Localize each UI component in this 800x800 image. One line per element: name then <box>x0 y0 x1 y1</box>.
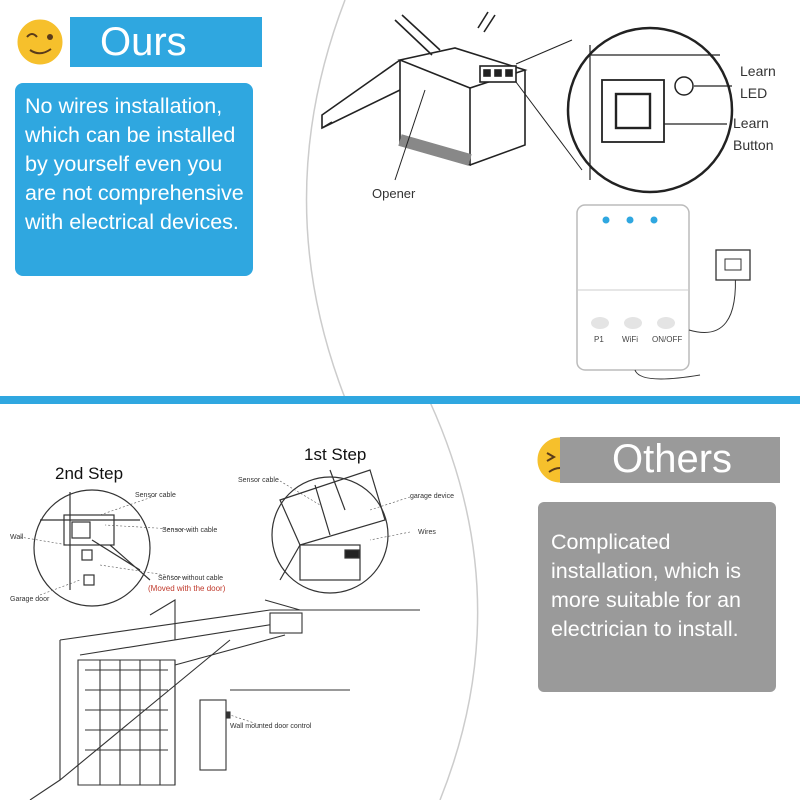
bottom-arc <box>429 401 479 800</box>
ours-description: No wires installation, which can be inst… <box>25 94 244 234</box>
device-led <box>626 216 634 224</box>
others-description: Complicated installation, which is more … <box>551 530 742 641</box>
others-title: Others <box>612 437 733 481</box>
power-cable <box>688 269 736 333</box>
ours-title: Ours <box>100 20 187 64</box>
device-led <box>650 216 658 224</box>
winking-face-icon <box>14 16 66 68</box>
device-button-label: P1 <box>594 335 604 344</box>
learn-zoom <box>515 26 734 194</box>
step2-zoom <box>33 489 151 607</box>
device-button <box>657 317 675 329</box>
garage-device-label: garage device <box>410 493 454 500</box>
device-button-label: ON/OFF <box>652 335 683 344</box>
step1-label: 1st Step <box>304 445 367 464</box>
wall-control-label: Wall mounted door control <box>230 723 312 730</box>
device-button-label: WiFi <box>622 335 638 344</box>
top-arc <box>305 0 346 399</box>
garage-door-label: Garage door <box>10 596 50 603</box>
wall-label: Wall <box>10 534 24 541</box>
garage-drawing <box>29 599 420 800</box>
ours-title-bar <box>70 17 262 67</box>
divider-band <box>0 396 800 404</box>
others-description-box <box>538 502 776 692</box>
smart-device <box>576 204 751 380</box>
sensor-cable-label: Sensor cable <box>135 492 176 499</box>
leader-lines <box>19 480 411 726</box>
sensor-without-cable-label: Sensor without cable <box>158 575 223 582</box>
opener-drawing <box>321 11 528 181</box>
step2-label: 2nd Step <box>55 464 124 483</box>
ours-description-box <box>15 83 253 276</box>
step1-zoom <box>271 469 389 594</box>
device-button <box>624 317 642 329</box>
power-socket <box>715 249 751 281</box>
device-led <box>602 216 610 224</box>
wires-label: Wires <box>418 529 436 536</box>
opener-label: Opener <box>372 186 416 201</box>
others-title-bar <box>560 437 780 483</box>
device-button <box>591 317 609 329</box>
sensor-cable-right-label: Sensor cable <box>238 477 279 484</box>
sensor-with-cable-label: Sensor with cable <box>162 527 218 534</box>
moved-with-door-label: (Moved with the door) <box>148 584 226 593</box>
learn-button-label: Learn Button <box>733 115 774 153</box>
learn-led-label: Learn LED <box>740 63 776 101</box>
